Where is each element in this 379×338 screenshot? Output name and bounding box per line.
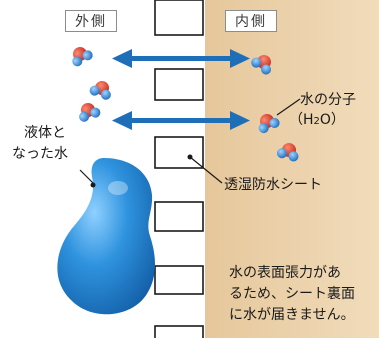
water-molecule — [254, 110, 282, 135]
sheet-cell — [154, 0, 204, 36]
water-molecule — [88, 77, 115, 102]
water-droplet — [57, 158, 155, 315]
arrow-lower — [112, 111, 250, 130]
leader-sheet — [189, 156, 223, 184]
sheet-cell — [154, 136, 204, 169]
inside-label: 内側 — [225, 10, 277, 32]
note-line1: 水の表面張力があ — [229, 265, 341, 281]
sheet-cell — [154, 265, 204, 295]
breathable-sheet — [154, 0, 204, 338]
leader-molecule — [276, 98, 301, 116]
water-molecule — [249, 49, 278, 77]
liquid-water-label-line2: なった水 — [12, 146, 68, 162]
leader-droplet — [79, 169, 96, 186]
sheet-label: 透湿防水シート — [224, 177, 322, 193]
sheet-cell — [154, 325, 204, 338]
sheet-cell — [154, 68, 204, 101]
water-formula: （H2O） — [289, 112, 345, 128]
sheet-cell — [154, 201, 204, 232]
note-line3: に水が届きません。 — [229, 307, 355, 323]
water-molecule-label: 水の分子 — [300, 92, 356, 108]
arrow-upper — [112, 49, 250, 68]
note-line2: るため、シート裏面 — [229, 286, 355, 302]
water-molecule — [66, 42, 95, 69]
outside-label: 外側 — [65, 10, 117, 32]
water-molecule — [75, 99, 102, 124]
liquid-water-label-line1: 液体と — [24, 125, 66, 141]
water-molecule — [275, 140, 302, 163]
